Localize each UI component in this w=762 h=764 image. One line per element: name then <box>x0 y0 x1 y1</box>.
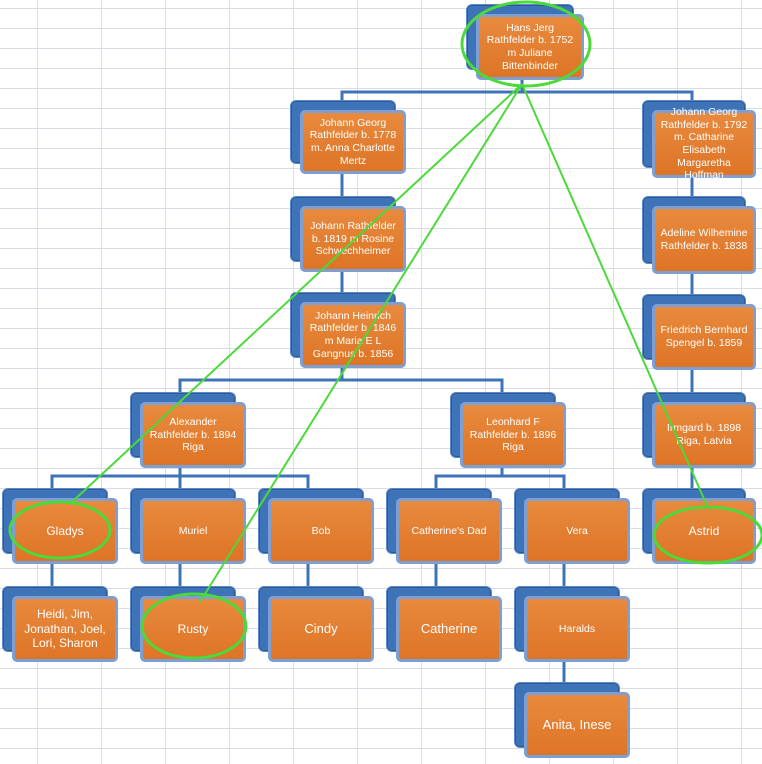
person-box-bob: Bob <box>258 488 374 564</box>
person-label: Irmgard b. 1898 Riga, Latvia <box>652 402 756 468</box>
person-label: Catherine's Dad <box>396 498 502 564</box>
person-label: Johann Georg Rathfelder b. 1792 m. Catha… <box>652 106 756 181</box>
person-label: Astrid <box>652 498 756 564</box>
person-box-leonhard: Leonhard F Rathfelder b. 1896 Riga <box>450 392 566 468</box>
person-box-johann-1819: Johann Rathfelder b. 1819 m Rosine Schwe… <box>290 196 406 272</box>
person-label: Haralds <box>524 596 630 662</box>
person-box-rusty: Rusty <box>130 586 246 662</box>
person-box-haralds: Haralds <box>514 586 630 662</box>
person-label: Adeline Wilhemine Rathfelder b. 1838 <box>652 206 756 274</box>
person-label: Muriel <box>140 498 246 564</box>
person-label: Anita, Inese <box>524 692 630 758</box>
person-label: Alexander Rathfelder b. 1894 Riga <box>140 402 246 468</box>
person-box-johann-georg-1778: Johann Georg Rathfelder b. 1778 m. Anna … <box>290 100 406 174</box>
person-label: Bob <box>268 498 374 564</box>
person-label: Vera <box>524 498 630 564</box>
person-box-anita: Anita, Inese <box>514 682 630 758</box>
person-box-johann-georg-1792: Johann Georg Rathfelder b. 1792 m. Catha… <box>642 100 756 181</box>
person-box-irmgard: Irmgard b. 1898 Riga, Latvia <box>642 392 756 468</box>
person-box-catherines-dad: Catherine's Dad <box>386 488 502 564</box>
person-label: Heidi, Jim, Jonathan, Joel, Lori, Sharon <box>12 596 118 662</box>
person-box-gladys: Gladys <box>2 488 118 564</box>
person-box-friedrich: Friedrich Bernhard Spengel b. 1859 <box>642 294 756 370</box>
person-label: Johann Georg Rathfelder b. 1778 m. Anna … <box>300 110 406 174</box>
person-box-johann-heinrich: Johann Heinrich Rathfelder b. 1846 m Mar… <box>290 292 406 368</box>
person-box-cindy: Cindy <box>258 586 374 662</box>
person-label: Gladys <box>12 498 118 564</box>
person-label: Friedrich Bernhard Spengel b. 1859 <box>652 304 756 370</box>
person-box-heidi-group: Heidi, Jim, Jonathan, Joel, Lori, Sharon <box>2 586 118 662</box>
person-label: Johann Heinrich Rathfelder b. 1846 m Mar… <box>300 302 406 368</box>
person-label: Rusty <box>140 596 246 662</box>
person-box-astrid: Astrid <box>642 488 756 564</box>
person-box-vera: Vera <box>514 488 630 564</box>
person-box-root: Hans Jerg Rathfelder b. 1752 m Juliane B… <box>466 4 584 80</box>
person-box-catherine: Catherine <box>386 586 502 662</box>
person-label: Johann Rathfelder b. 1819 m Rosine Schwe… <box>300 206 406 272</box>
person-label: Leonhard F Rathfelder b. 1896 Riga <box>460 402 566 468</box>
person-label: Catherine <box>396 596 502 662</box>
person-box-alexander: Alexander Rathfelder b. 1894 Riga <box>130 392 246 468</box>
person-box-muriel: Muriel <box>130 488 246 564</box>
person-box-adeline: Adeline Wilhemine Rathfelder b. 1838 <box>642 196 756 274</box>
person-label: Hans Jerg Rathfelder b. 1752 m Juliane B… <box>476 14 584 80</box>
person-label: Cindy <box>268 596 374 662</box>
